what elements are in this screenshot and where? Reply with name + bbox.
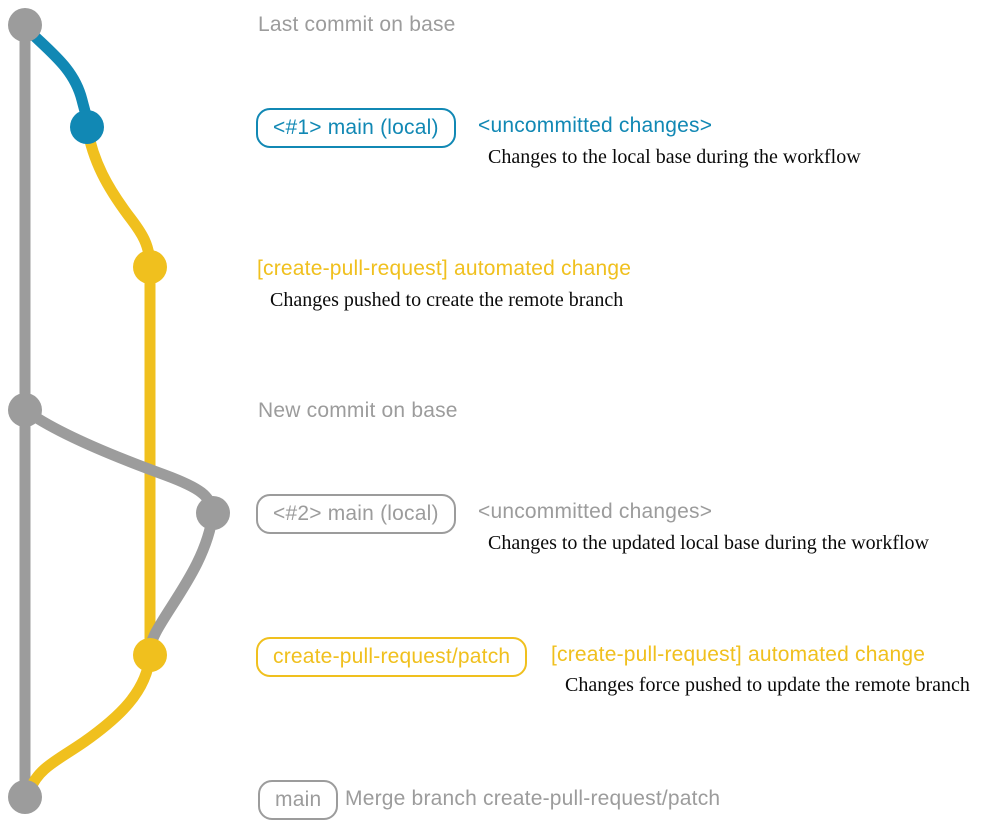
commit-merge (8, 780, 42, 814)
label-merge-branch: Merge branch create-pull-request/patch (345, 787, 721, 810)
desc-local-base-changes-2: Changes to the updated local base during… (488, 532, 929, 554)
label-uncommitted-changes-1: <uncommitted changes> (478, 114, 713, 137)
label-new-commit-on-base: New commit on base (258, 399, 458, 422)
commit-last-on-base (8, 8, 42, 42)
commit-new-on-base (8, 393, 42, 427)
label-automated-change-1: [create-pull-request] automated change (257, 257, 632, 280)
label-automated-change-2: [create-pull-request] automated change (551, 643, 926, 666)
label-last-commit-on-base: Last commit on base (258, 13, 456, 36)
edge-force-push (144, 507, 219, 661)
edge-push-1 (81, 121, 156, 273)
commit-remote-1 (133, 250, 167, 284)
edge-merge (24, 649, 156, 796)
git-graph (8, 8, 230, 814)
edge-local-change-1 (19, 21, 93, 133)
label-uncommitted-changes-2: <uncommitted changes> (478, 500, 713, 523)
badge-main-local-1: <#1> main (local) (256, 108, 456, 148)
commit-local-2 (196, 496, 230, 530)
commit-remote-2 (133, 638, 167, 672)
badge-create-pull-request-patch: create-pull-request/patch (256, 637, 528, 677)
edge-local-change-2 (19, 404, 219, 519)
desc-local-base-changes-1: Changes to the local base during the wor… (488, 146, 861, 168)
commit-local-1 (70, 110, 104, 144)
badge-main-local-2: <#2> main (local) (256, 494, 456, 534)
desc-pushed-to-create: Changes pushed to create the remote bran… (270, 289, 624, 311)
desc-force-pushed: Changes force pushed to update the remot… (565, 674, 970, 696)
badge-main: main (258, 780, 339, 820)
